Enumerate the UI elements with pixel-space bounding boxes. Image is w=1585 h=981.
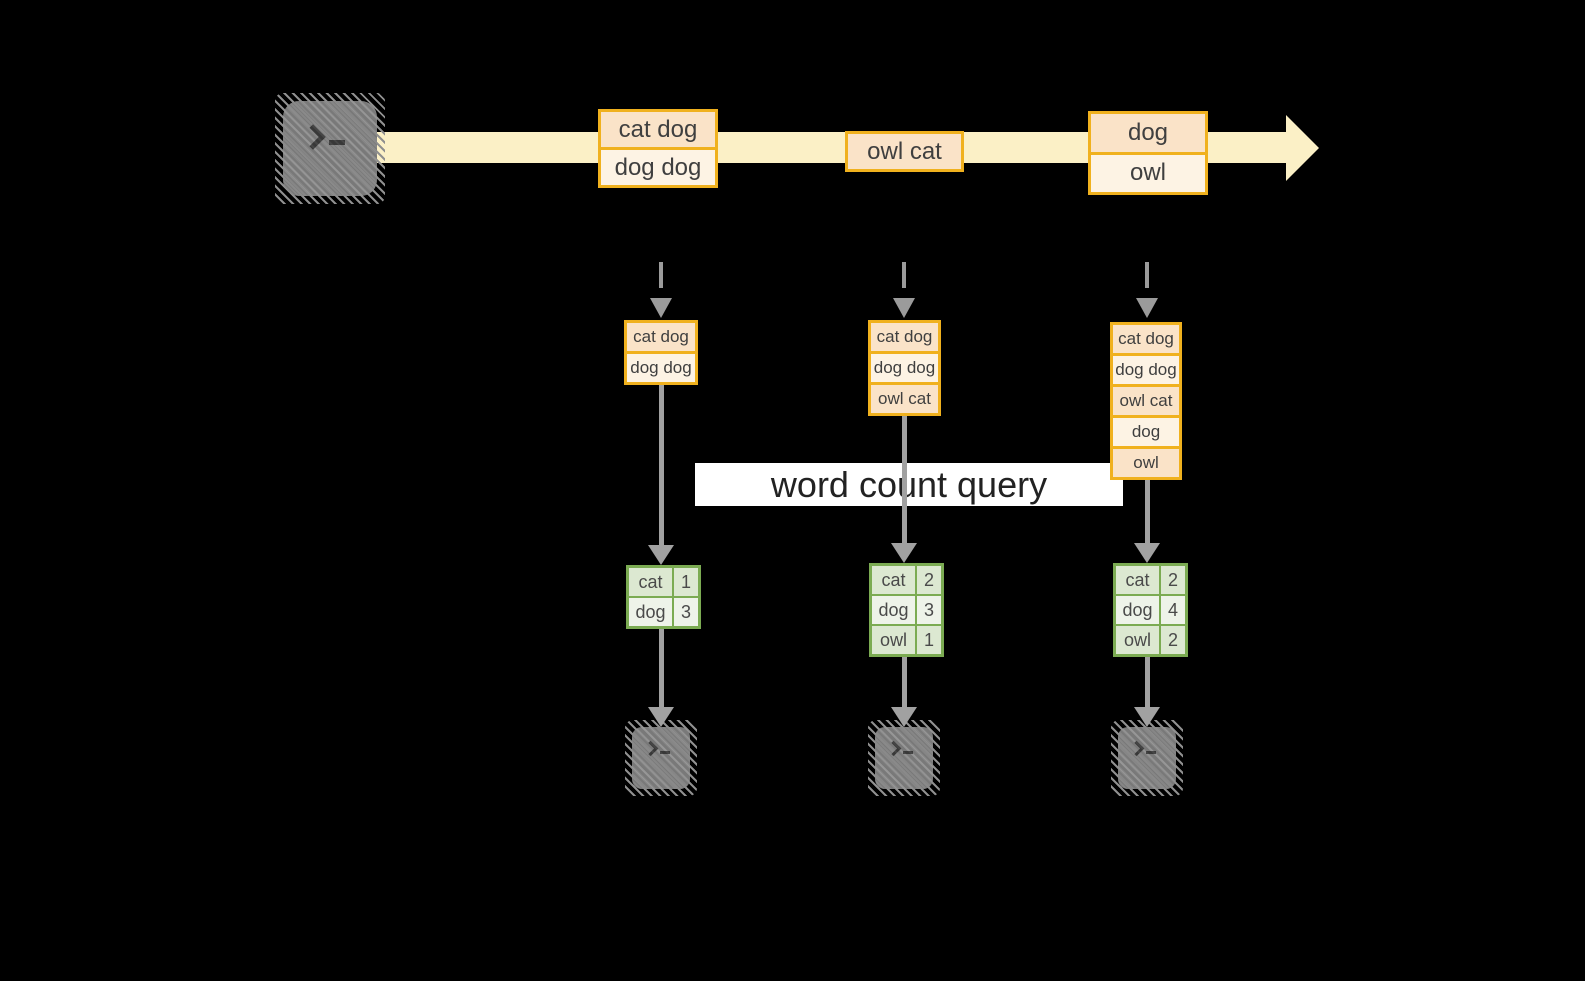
terminal-prompt-icon: [885, 740, 913, 756]
word-count-table-2: cat 2 dog 3 owl 1: [869, 563, 944, 657]
prompt-cursor-icon: [1145, 750, 1156, 754]
stream-event-text: cat dog: [601, 112, 715, 147]
stream-event-text: owl: [1091, 154, 1205, 192]
arrowhead-icon: [648, 707, 674, 727]
word-cell: cat: [629, 568, 672, 596]
state-buffer-line: cat dog: [627, 323, 695, 351]
word-cell: dog: [629, 598, 672, 626]
arrowhead-icon: [1134, 543, 1160, 563]
prompt-cursor-icon: [328, 140, 345, 145]
stream-event-box-3: dog owl: [1088, 111, 1208, 195]
count-cell: 1: [917, 626, 941, 654]
count-cell: 4: [1161, 596, 1185, 624]
prompt-cursor-icon: [902, 750, 913, 754]
terminal-prompt-icon: [642, 740, 670, 756]
arrowhead-icon: [650, 298, 672, 318]
word-cell: dog: [1116, 596, 1159, 624]
word-count-table-3: cat 2 dog 4 owl 2: [1113, 563, 1188, 657]
stream-event-text: owl cat: [848, 134, 961, 169]
stream-event-box-1: cat dog dog dog: [598, 109, 718, 188]
arrowhead-icon: [1134, 707, 1160, 727]
prompt-chevron-icon: [642, 740, 658, 756]
stream-timeline-arrowhead-icon: [1286, 115, 1319, 181]
event-to-state-dashed-arrow-3: [1135, 262, 1159, 318]
prompt-cursor-icon: [659, 750, 670, 754]
state-to-result-arrow-2: [891, 416, 917, 563]
result-to-output-arrow-3: [1134, 657, 1160, 727]
count-cell: 2: [917, 566, 941, 594]
word-cell: cat: [872, 566, 915, 594]
stream-event-text: dog dog: [601, 150, 715, 185]
query-label: word count query: [695, 463, 1123, 506]
stream-event-text: dog: [1091, 114, 1205, 152]
arrowhead-icon: [891, 707, 917, 727]
state-buffer-box-1: cat dog dog dog: [624, 320, 698, 385]
state-buffer-line: dog dog: [627, 354, 695, 382]
state-buffer-line: dog dog: [871, 354, 938, 382]
count-cell: 3: [674, 598, 698, 626]
state-buffer-box-2: cat dog dog dog owl cat: [868, 320, 941, 416]
word-cell: owl: [1116, 626, 1159, 654]
terminal-prompt-icon: [1128, 740, 1156, 756]
count-cell: 2: [1161, 626, 1185, 654]
event-to-state-dashed-arrow-1: [649, 262, 673, 318]
word-count-table-1: cat 1 dog 3: [626, 565, 701, 629]
word-cell: cat: [1116, 566, 1159, 594]
state-buffer-line: cat dog: [1113, 325, 1179, 353]
arrowhead-icon: [891, 543, 917, 563]
prompt-chevron-icon: [885, 740, 901, 756]
arrowhead-icon: [893, 298, 915, 318]
arrowhead-icon: [1136, 298, 1158, 318]
state-to-result-arrow-3: [1134, 480, 1160, 563]
arrowhead-icon: [648, 545, 674, 565]
output-terminal-icon-2: [868, 720, 940, 796]
output-terminal-icon-3: [1111, 720, 1183, 796]
prompt-chevron-icon: [299, 123, 326, 150]
state-buffer-line: dog dog: [1113, 356, 1179, 384]
state-buffer-line: cat dog: [871, 323, 938, 351]
terminal-prompt-icon: [299, 123, 345, 150]
state-buffer-box-3: cat dog dog dog owl cat dog owl: [1110, 322, 1182, 480]
result-to-output-arrow-1: [648, 629, 674, 727]
stream-event-box-2: owl cat: [845, 131, 964, 172]
word-cell: dog: [872, 596, 915, 624]
prompt-chevron-icon: [1128, 740, 1144, 756]
source-terminal-icon: [275, 93, 385, 204]
state-buffer-line: owl cat: [1113, 387, 1179, 415]
state-to-result-arrow-1: [648, 385, 674, 565]
state-buffer-line: owl: [1113, 449, 1179, 477]
state-buffer-line: owl cat: [871, 385, 938, 413]
count-cell: 3: [917, 596, 941, 624]
event-to-state-dashed-arrow-2: [892, 262, 916, 318]
word-cell: owl: [872, 626, 915, 654]
result-to-output-arrow-2: [891, 657, 917, 727]
count-cell: 2: [1161, 566, 1185, 594]
output-terminal-icon-1: [625, 720, 697, 796]
state-buffer-line: dog: [1113, 418, 1179, 446]
count-cell: 1: [674, 568, 698, 596]
